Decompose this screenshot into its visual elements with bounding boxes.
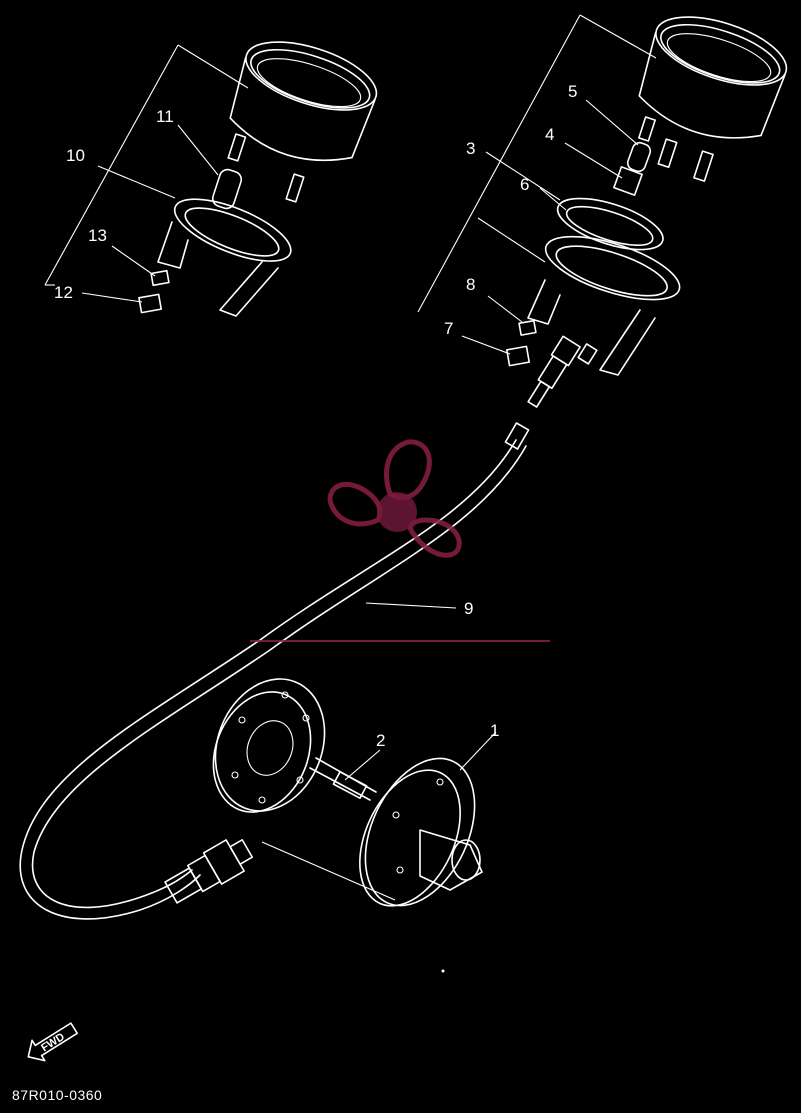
part-labels: 1 2 3 4 5 6 7 8 9 10 11 12 13 — [54, 82, 577, 750]
label-13: 13 — [88, 226, 107, 245]
label-6: 6 — [520, 175, 529, 194]
label-2: 2 — [376, 731, 385, 750]
label-5: 5 — [568, 82, 577, 101]
drawing-code: 87R010-0360 — [12, 1087, 102, 1103]
fwd-label: FWD — [39, 1031, 67, 1054]
label-1: 1 — [490, 721, 499, 740]
label-10: 10 — [66, 146, 85, 165]
speedometer-cable — [19, 422, 530, 920]
label-12: 12 — [54, 283, 73, 302]
left-meter-body — [229, 41, 378, 162]
left-meter-bracket — [173, 198, 292, 262]
left-meter-assembly — [44, 41, 378, 317]
right-meter-body — [638, 16, 788, 139]
label-7: 7 — [444, 319, 453, 338]
right-meter-assembly — [417, 14, 788, 408]
label-3: 3 — [466, 139, 475, 158]
leader-lines — [81, 99, 639, 781]
speedometer-drive-unit — [212, 678, 483, 907]
cable-upper-fitting — [527, 335, 598, 408]
propeller-logo-icon — [250, 439, 550, 642]
label-9: 9 — [464, 599, 473, 618]
label-11: 11 — [156, 107, 174, 126]
label-4: 4 — [545, 125, 554, 144]
label-8: 8 — [466, 275, 475, 294]
forward-arrow-icon: FWD — [27, 1022, 79, 1062]
